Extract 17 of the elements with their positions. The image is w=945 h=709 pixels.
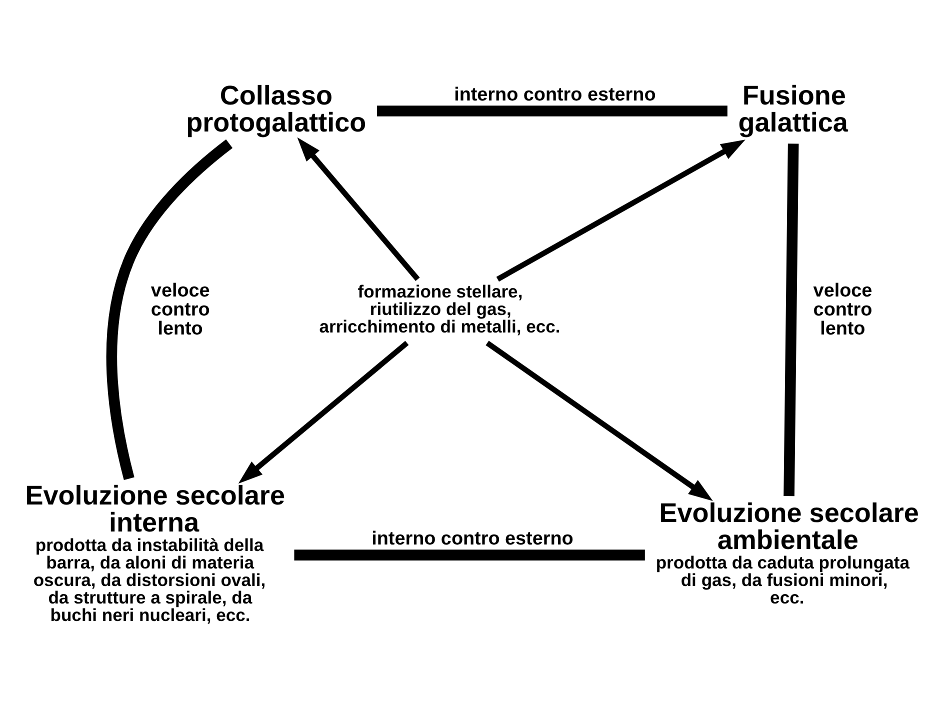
- arrow: [496, 139, 745, 282]
- connector: [376, 105, 727, 116]
- connector: [294, 549, 644, 560]
- connector: [783, 143, 798, 496]
- node-text: Collasso protogalattico: [186, 80, 366, 137]
- node-text: Evoluzione secolare interna prodotta da instabilità della barra, da aloni di materia oscura, da distorsioni ovali, da strutture a spirale, da buchi neri nucleari, ecc.: [24, 480, 284, 625]
- arrow: [296, 136, 420, 280]
- arrow: [485, 340, 712, 500]
- connector: [106, 138, 232, 480]
- edge-label: interno contro esterno: [371, 528, 573, 550]
- node-text: formazione stellare, riutilizzo del gas, arricchimento di metalli, ecc.: [318, 280, 560, 336]
- edge-label: veloce contro lento: [150, 280, 210, 339]
- node-text: Evoluzione secolare ambientale prodotta da caduta prolungata di gas, da fusioni minori, ecc.: [655, 497, 918, 608]
- arrow: [238, 340, 408, 484]
- edge-label: veloce contro lento: [812, 280, 872, 339]
- edge-label: interno contro esterno: [454, 84, 656, 105]
- node-text: Fusione galattica: [738, 80, 848, 137]
